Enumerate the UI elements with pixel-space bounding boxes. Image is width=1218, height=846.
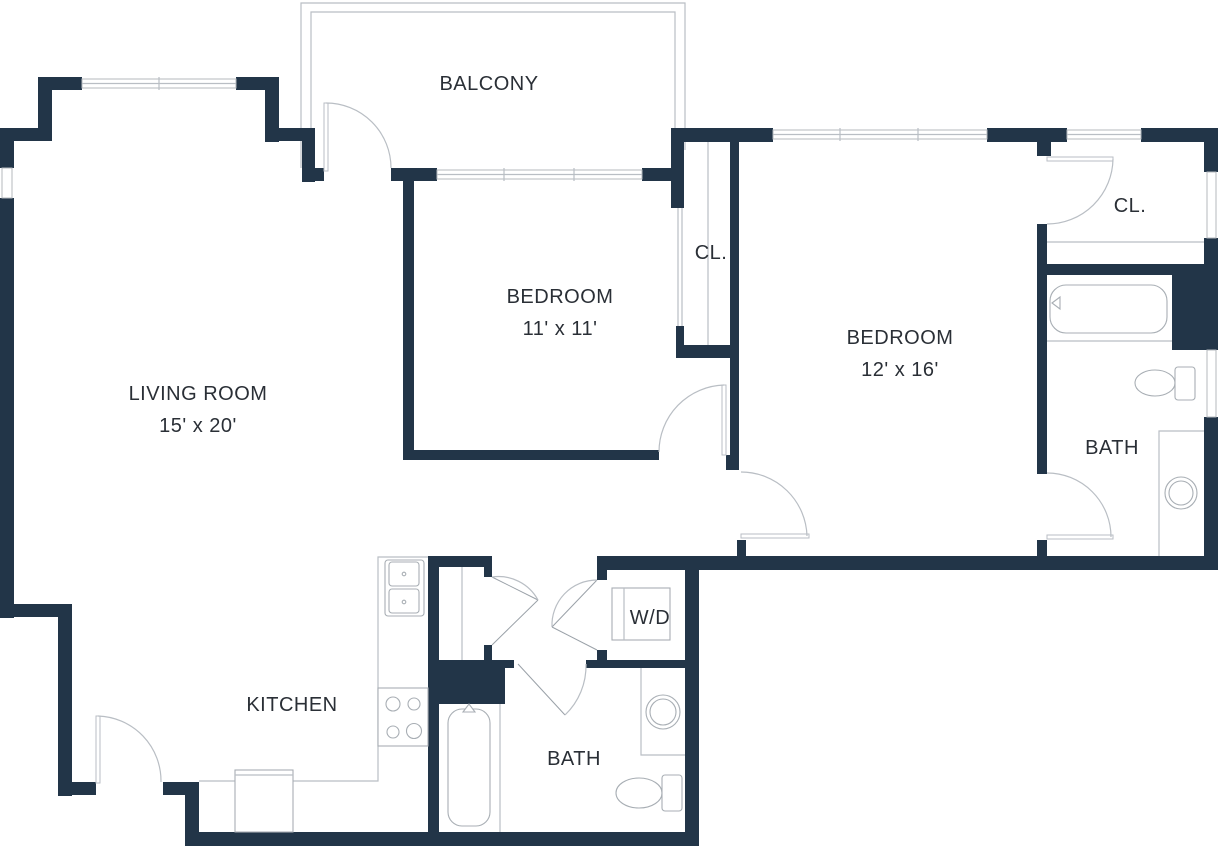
living-room-label: LIVING ROOM (129, 383, 268, 405)
laundry-label: W/D (630, 607, 670, 629)
living-room-size: 15' x 20' (159, 415, 237, 437)
bedroom-1-label: BEDROOM (507, 286, 614, 308)
bath-2-label: BATH (547, 748, 601, 770)
balcony-label: BALCONY (439, 73, 538, 95)
kitchen-label: KITCHEN (246, 694, 337, 716)
washer-dryer (611, 587, 671, 641)
windows (1, 77, 1217, 418)
kitchen-fixtures (199, 556, 429, 833)
bath-1-fixtures (1047, 284, 1204, 556)
bath-1-label: BATH (1085, 437, 1139, 459)
bedroom-2-label: BEDROOM (847, 327, 954, 349)
walls (0, 77, 1218, 846)
bath-2-fixtures (447, 668, 685, 832)
bedroom-1-size: 11' x 11' (523, 318, 598, 340)
balcony-outline (300, 2, 686, 168)
closet-details (461, 142, 1204, 660)
bedroom-2-size: 12' x 16' (861, 359, 939, 381)
doors (95, 102, 1114, 784)
closet-1-label: CL. (695, 242, 728, 264)
closet-2-label: CL. (1114, 195, 1147, 217)
room-labels: BALCONY LIVING ROOM 15' x 20' BEDROOM 11… (129, 73, 1147, 770)
